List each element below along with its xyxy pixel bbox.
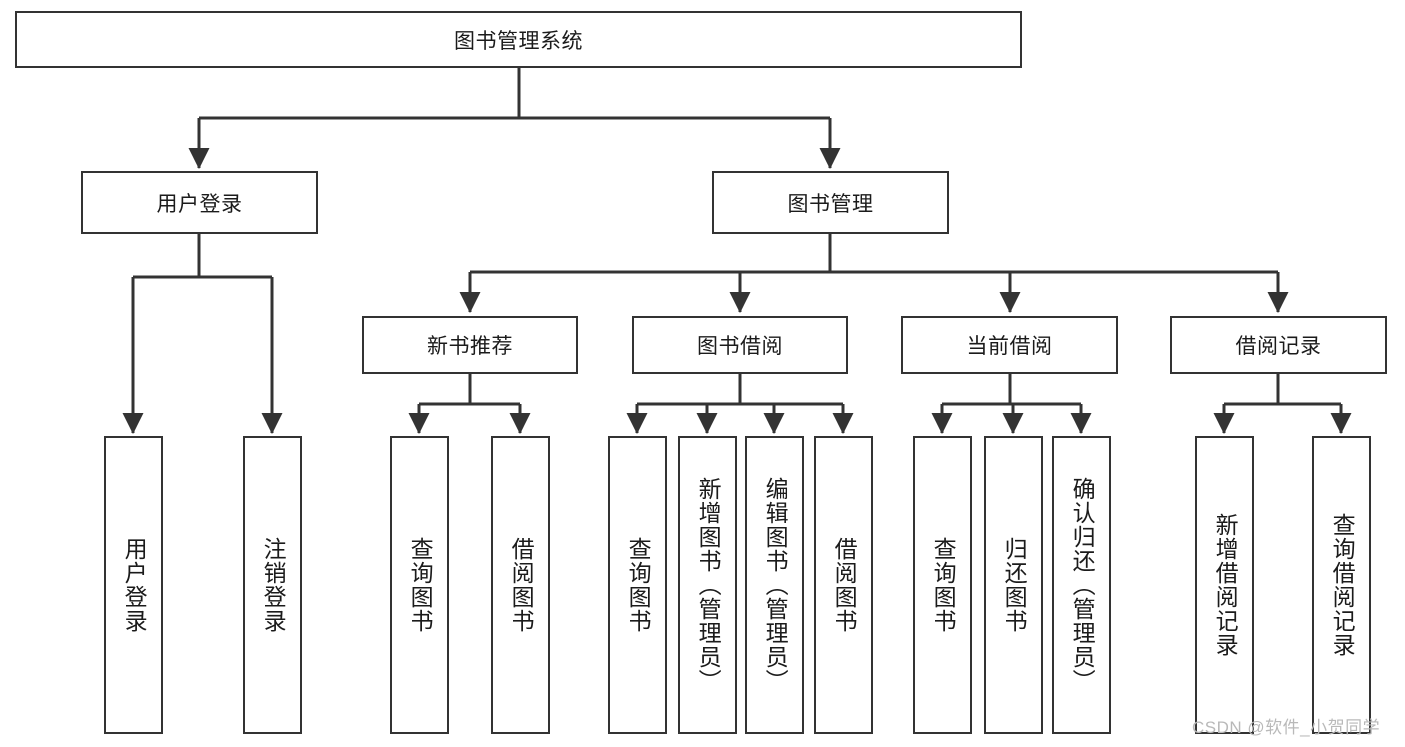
node-label: 确认归还（管理员） xyxy=(1069,477,1096,693)
node-label: 归还图书 xyxy=(1001,537,1028,633)
leaf-borrow-record-add-record[interactable]: 新增借阅记录 xyxy=(1195,436,1254,734)
leaf-current-borrow-confirm-return[interactable]: 确认归还（管理员） xyxy=(1052,436,1111,734)
node-current-borrow[interactable]: 当前借阅 xyxy=(901,316,1118,374)
node-label: 借阅图书 xyxy=(508,537,535,633)
node-borrow-record[interactable]: 借阅记录 xyxy=(1170,316,1387,374)
leaf-book-borrow-query-book[interactable]: 查询图书 xyxy=(608,436,667,734)
node-user-login[interactable]: 用户登录 xyxy=(81,171,318,234)
node-book-borrow[interactable]: 图书借阅 xyxy=(632,316,848,374)
node-label: 当前借阅 xyxy=(966,335,1053,358)
leaf-book-borrow-lend-book[interactable]: 借阅图书 xyxy=(814,436,873,734)
node-label: 新书推荐 xyxy=(427,335,513,358)
leaf-borrow-record-query-record[interactable]: 查询借阅记录 xyxy=(1312,436,1371,734)
leaf-new-book-query-book[interactable]: 查询图书 xyxy=(390,436,449,734)
leaf-current-borrow-return-book[interactable]: 归还图书 xyxy=(984,436,1043,734)
leaf-current-borrow-query-book[interactable]: 查询图书 xyxy=(913,436,972,734)
leaf-new-book-borrow-book[interactable]: 借阅图书 xyxy=(491,436,550,734)
node-book-management[interactable]: 图书管理 xyxy=(712,171,949,234)
leaf-book-borrow-add-book[interactable]: 新增图书（管理员） xyxy=(678,436,737,734)
leaf-user-login-login[interactable]: 用户登录 xyxy=(104,436,163,734)
leaf-book-borrow-edit-book[interactable]: 编辑图书（管理员） xyxy=(745,436,804,734)
node-label: 查询借阅记录 xyxy=(1329,513,1356,657)
node-label: 查询图书 xyxy=(407,537,434,633)
node-new-book-recommend[interactable]: 新书推荐 xyxy=(362,316,578,374)
node-label: 注销登录 xyxy=(260,537,287,633)
node-label: 图书管理 xyxy=(787,192,874,216)
node-label: 查询图书 xyxy=(625,537,652,633)
node-label: 用户登录 xyxy=(156,192,243,216)
node-label: 新增图书（管理员） xyxy=(695,477,722,693)
node-root-book-management-system[interactable]: 图书管理系统 xyxy=(15,11,1022,68)
node-label: 借阅记录 xyxy=(1235,335,1322,358)
node-label: 新增借阅记录 xyxy=(1212,513,1239,657)
node-label: 编辑图书（管理员） xyxy=(762,477,789,693)
node-label: 借阅图书 xyxy=(831,537,858,633)
node-label: 查询图书 xyxy=(930,537,957,633)
node-label: 图书借阅 xyxy=(697,335,783,358)
node-label: 图书管理系统 xyxy=(454,29,583,53)
node-label: 用户登录 xyxy=(121,537,148,633)
leaf-user-login-logout[interactable]: 注销登录 xyxy=(243,436,302,734)
